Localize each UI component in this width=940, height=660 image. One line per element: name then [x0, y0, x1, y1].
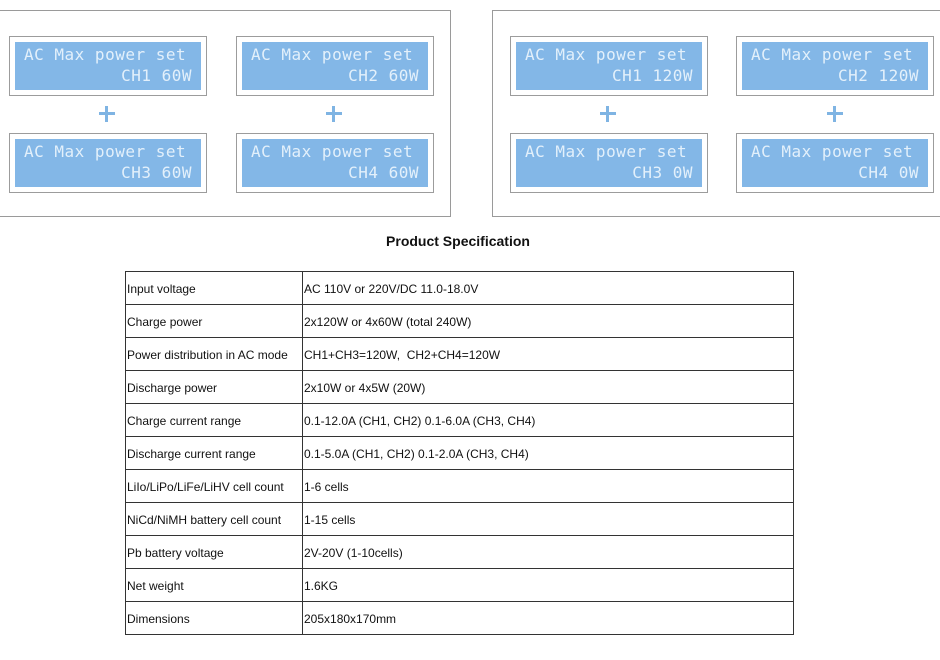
spec-value: 0.1-12.0A (CH1, CH2) 0.1-6.0A (CH3, CH4): [302, 403, 794, 437]
spec-value: 0.1-5.0A (CH1, CH2) 0.1-2.0A (CH3, CH4): [302, 436, 794, 470]
lcd-line1: AC Max power set: [525, 45, 688, 64]
spec-label: Charge power: [125, 304, 303, 338]
lcd-display-ch4: AC Max power set CH4 0W: [736, 133, 934, 193]
plus-icon: [827, 106, 843, 122]
lcd-line2: CH1 120W: [611, 66, 693, 85]
spec-value: CH1+CH3=120W, CH2+CH4=120W: [302, 337, 794, 371]
plus-icon: [326, 106, 342, 122]
table-row: Input voltage AC 110V or 220V/DC 11.0-18…: [125, 271, 794, 305]
table-row: Charge power 2x120W or 4x60W (total 240W…: [125, 304, 794, 338]
spec-label: Net weight: [125, 568, 303, 602]
spec-label: NiCd/NiMH battery cell count: [125, 502, 303, 536]
spec-label: Charge current range: [125, 403, 303, 437]
lcd-line2: CH4 60W: [348, 163, 419, 182]
spec-value: 2x10W or 4x5W (20W): [302, 370, 794, 404]
spec-label: Power distribution in AC mode: [125, 337, 303, 371]
lcd-line1: AC Max power set: [24, 45, 187, 64]
lcd-display-ch2: AC Max power set CH2 60W: [236, 36, 434, 96]
lcd-screen: AC Max power set CH3 0W: [516, 139, 702, 187]
spec-value: 1-15 cells: [302, 502, 794, 536]
lcd-line2: CH2 60W: [348, 66, 419, 85]
spec-label: Discharge current range: [125, 436, 303, 470]
table-row: Net weight 1.6KG: [125, 568, 794, 602]
lcd-line1: AC Max power set: [751, 142, 914, 161]
lcd-line2: CH2 120W: [837, 66, 919, 85]
lcd-display-ch1: AC Max power set CH1 120W: [510, 36, 708, 96]
plus-icon: [600, 106, 616, 122]
table-row: Charge current range 0.1-12.0A (CH1, CH2…: [125, 403, 794, 437]
lcd-display-ch4: AC Max power set CH4 60W: [236, 133, 434, 193]
spec-value: 1-6 cells: [302, 469, 794, 503]
lcd-line2: CH3 60W: [121, 163, 192, 182]
spec-title: Product Specification: [386, 233, 530, 249]
plus-icon: [99, 106, 115, 122]
lcd-display-ch1: AC Max power set CH1 60W: [9, 36, 207, 96]
lcd-display-ch2: AC Max power set CH2 120W: [736, 36, 934, 96]
lcd-line1: AC Max power set: [251, 142, 414, 161]
spec-label: Dimensions: [125, 601, 303, 635]
spec-label: Input voltage: [125, 271, 303, 305]
spec-label: LiIo/LiPo/LiFe/LiHV cell count: [125, 469, 303, 503]
right-power-diagram: AC Max power set CH1 120W AC Max power s…: [492, 10, 940, 217]
left-power-diagram: AC Max power set CH1 60W AC Max power se…: [0, 10, 451, 217]
lcd-line2: CH4 0W: [858, 163, 919, 182]
spec-label: Discharge power: [125, 370, 303, 404]
lcd-line1: AC Max power set: [751, 45, 914, 64]
lcd-display-ch3: AC Max power set CH3 60W: [9, 133, 207, 193]
spec-value: 2x120W or 4x60W (total 240W): [302, 304, 794, 338]
lcd-screen: AC Max power set CH1 120W: [516, 42, 702, 90]
spec-table: Input voltage AC 110V or 220V/DC 11.0-18…: [125, 271, 794, 635]
spec-value: 1.6KG: [302, 568, 794, 602]
lcd-screen: AC Max power set CH3 60W: [15, 139, 201, 187]
lcd-screen: AC Max power set CH4 0W: [742, 139, 928, 187]
lcd-line1: AC Max power set: [525, 142, 688, 161]
lcd-screen: AC Max power set CH2 60W: [242, 42, 428, 90]
table-row: Pb battery voltage 2V-20V (1-10cells): [125, 535, 794, 569]
table-row: NiCd/NiMH battery cell count 1-15 cells: [125, 502, 794, 536]
spec-value: 2V-20V (1-10cells): [302, 535, 794, 569]
spec-value: AC 110V or 220V/DC 11.0-18.0V: [302, 271, 794, 305]
lcd-line2: CH3 0W: [632, 163, 693, 182]
lcd-screen: AC Max power set CH1 60W: [15, 42, 201, 90]
table-row: LiIo/LiPo/LiFe/LiHV cell count 1-6 cells: [125, 469, 794, 503]
table-row: Dimensions 205x180x170mm: [125, 601, 794, 635]
lcd-line1: AC Max power set: [24, 142, 187, 161]
spec-label: Pb battery voltage: [125, 535, 303, 569]
lcd-screen: AC Max power set CH2 120W: [742, 42, 928, 90]
table-row: Discharge current range 0.1-5.0A (CH1, C…: [125, 436, 794, 470]
lcd-line1: AC Max power set: [251, 45, 414, 64]
lcd-display-ch3: AC Max power set CH3 0W: [510, 133, 708, 193]
lcd-line2: CH1 60W: [121, 66, 192, 85]
spec-value: 205x180x170mm: [302, 601, 794, 635]
table-row: Power distribution in AC mode CH1+CH3=12…: [125, 337, 794, 371]
table-row: Discharge power 2x10W or 4x5W (20W): [125, 370, 794, 404]
lcd-screen: AC Max power set CH4 60W: [242, 139, 428, 187]
